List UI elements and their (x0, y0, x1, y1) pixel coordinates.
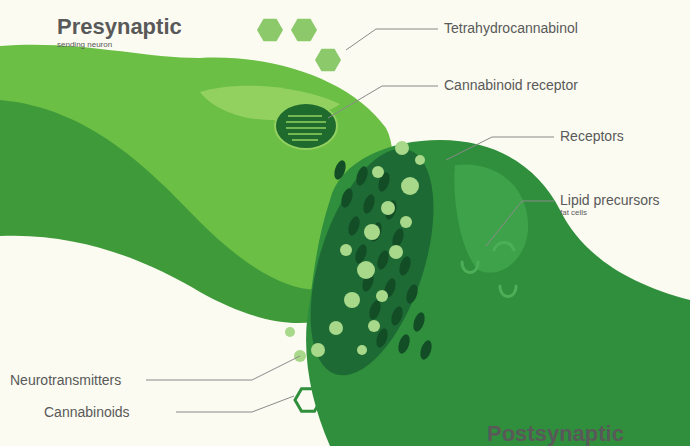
neurotransmitter (401, 177, 419, 195)
neurotransmitter (285, 327, 295, 337)
neurotransmitter (311, 343, 325, 357)
neurotransmitter (389, 245, 403, 259)
receptor-site (375, 249, 391, 271)
callout-label: Neurotransmitters (10, 373, 121, 387)
cannabinoid-molecule (416, 368, 440, 389)
heading: Postsynaptic (487, 423, 624, 445)
neurotransmitter (364, 224, 380, 240)
receptor-site (389, 305, 405, 327)
lipid-precursors (462, 243, 516, 297)
callout-label: Lipid precursors (560, 193, 660, 207)
postsynaptic-highlight (454, 164, 528, 272)
neurotransmitter (329, 321, 343, 335)
callout-note: fat cells (560, 209, 587, 217)
neurotransmitter (381, 201, 395, 215)
receptor-site (404, 283, 420, 305)
receptor-site (418, 339, 434, 361)
neurotransmitter (357, 261, 375, 279)
cannabinoid-molecule (295, 389, 321, 412)
heading: Presynaptic (57, 16, 182, 38)
neurotransmitter (340, 244, 352, 256)
cannabinoid-receptor (275, 103, 337, 149)
thc-molecule (291, 19, 317, 42)
neurotransmitter (400, 216, 412, 228)
receptor-site (396, 333, 412, 355)
neurotransmitter (415, 155, 425, 165)
cannabinoid-molecule (380, 394, 404, 415)
receptor-site (397, 255, 413, 277)
receptor-site (332, 159, 348, 181)
cannabinoid-molecule (337, 409, 363, 432)
thc-molecule (315, 49, 341, 72)
receptor-site (354, 165, 370, 187)
receptor-site (339, 187, 355, 209)
receptor-texture (285, 141, 434, 362)
callout-label: Receptors (560, 129, 624, 143)
neurotransmitter (357, 345, 367, 355)
cannabinoid-molecules (257, 19, 440, 432)
thc-molecule (257, 19, 283, 42)
callout-label: Cannabinoids (44, 405, 130, 419)
receptor-site (367, 299, 383, 321)
neurotransmitter (368, 320, 380, 332)
neurotransmitter (395, 141, 409, 155)
receptor-site (411, 311, 427, 333)
callout-label: Cannabinoid receptor (444, 78, 578, 92)
receptor-site (361, 193, 377, 215)
neurotransmitter (372, 166, 384, 178)
neurotransmitter (376, 290, 388, 302)
receptor-coil (286, 116, 326, 140)
subheading: sending neuron (57, 41, 112, 49)
neurotransmitter (344, 292, 360, 308)
receptor-site (346, 215, 362, 237)
synaptic-face (286, 134, 458, 391)
callout-label: Tetrahydrocannabinol (444, 21, 578, 35)
